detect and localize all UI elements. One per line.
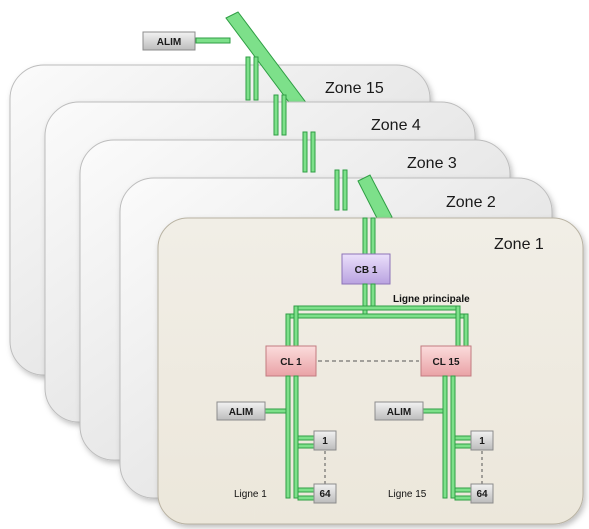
- ligne-principale-label: Ligne principale: [393, 294, 470, 305]
- right-device-64: 64: [470, 483, 494, 504]
- cb1-box: CB 1: [341, 253, 391, 285]
- left-device-64-label: 64: [319, 489, 331, 500]
- right-device-1-label: 1: [479, 436, 485, 447]
- top-alim-box: ALIM: [142, 31, 196, 51]
- ligne-1-label: Ligne 1: [234, 489, 267, 500]
- zone-label-15: Zone 15: [325, 80, 384, 97]
- bus-drop-3: [302, 131, 316, 173]
- alim-left-label: ALIM: [229, 407, 253, 418]
- zone-label-4: Zone 4: [371, 117, 421, 134]
- ligne-principale-bus: [285, 283, 469, 347]
- right-device-1: 1: [470, 430, 494, 451]
- zone-label-2: Zone 2: [446, 194, 496, 211]
- cb1-label: CB 1: [355, 265, 378, 276]
- alim-right-label: ALIM: [387, 407, 411, 418]
- alim-right-box: ALIM: [374, 401, 424, 421]
- cl1-label: CL 1: [280, 357, 302, 368]
- right-device-64-label: 64: [476, 489, 488, 500]
- zone-label-1: Zone 1: [494, 236, 544, 253]
- top-alim-label: ALIM: [157, 37, 181, 48]
- ligne-15-bus: [419, 375, 472, 501]
- left-device-1-label: 1: [322, 436, 328, 447]
- left-device-64: 64: [313, 483, 337, 504]
- ligne-15-label: Ligne 15: [388, 489, 427, 500]
- main-bus-tip: [357, 174, 393, 225]
- bus-drop-4: [273, 94, 287, 136]
- left-device-1: 1: [313, 430, 337, 451]
- cl15-box: CL 15: [420, 345, 472, 377]
- cl1-box: CL 1: [265, 345, 317, 377]
- bus-drop-2: [334, 169, 348, 211]
- zone-label-3: Zone 3: [407, 155, 457, 172]
- alim-left-box: ALIM: [216, 401, 266, 421]
- cl15-label: CL 15: [432, 357, 459, 368]
